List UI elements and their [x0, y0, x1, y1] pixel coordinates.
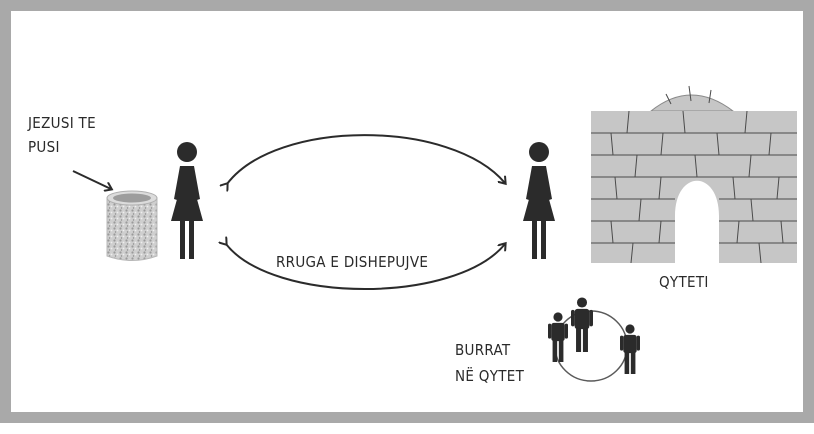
well-pointer-arrow — [72, 170, 111, 189]
woman-right-icon — [523, 142, 555, 259]
woman-left-icon — [171, 142, 203, 259]
well-label-line2: PUSI — [28, 138, 60, 156]
lower-arc-arrow — [226, 244, 505, 290]
city-label: QYTETI — [659, 273, 709, 291]
well-icon — [106, 190, 158, 261]
well-label-line1: JEZUSI TE — [27, 114, 96, 132]
city-wall-icon — [591, 85, 797, 264]
man-icon-top — [571, 297, 593, 352]
upper-arc-arrow — [227, 134, 505, 184]
road-label: RRUGA E DISHEPUJVE — [276, 253, 428, 271]
man-icon-left — [548, 312, 568, 362]
diagram-frame: JEZUSI TE PUSI RRUGA E DISHEPUJVE QYTETI… — [0, 0, 814, 423]
men-label-line2: NË QYTET — [455, 366, 525, 385]
man-icon-right — [620, 324, 640, 374]
diagram-canvas: JEZUSI TE PUSI RRUGA E DISHEPUJVE QYTETI… — [27, 85, 797, 385]
men-label-line1: BURRAT — [455, 341, 511, 359]
